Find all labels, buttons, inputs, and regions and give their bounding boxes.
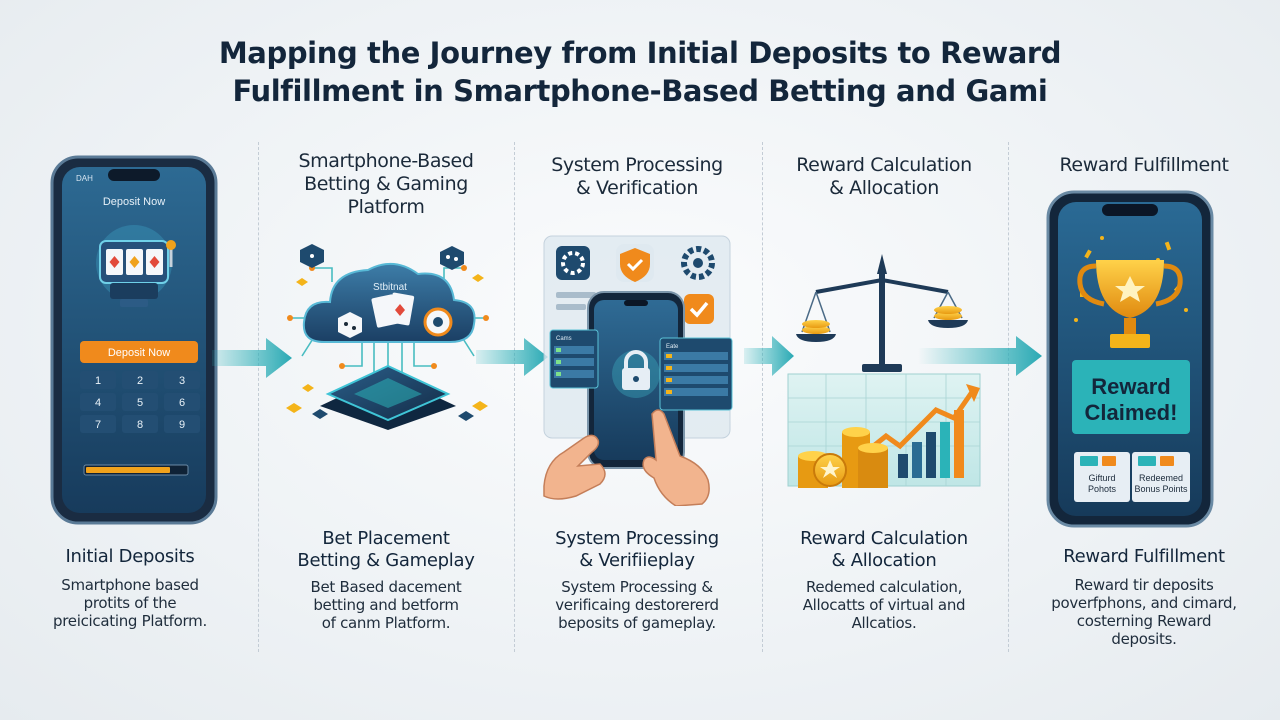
step-2-top-title-line-2: Betting & Gaming bbox=[304, 173, 468, 195]
column-divider-1 bbox=[258, 142, 259, 652]
key-1[interactable]: 1 bbox=[95, 375, 101, 387]
step-4-heading: Reward Calculation & Allocation bbox=[770, 528, 998, 572]
step-5-description-line-4: deposits. bbox=[1111, 630, 1177, 648]
step-3-top-title-line-1: System Processing bbox=[551, 154, 723, 176]
deposit-now-button[interactable] bbox=[80, 341, 198, 363]
balance-scale-icon bbox=[796, 254, 968, 372]
step-4-top-title: Reward Calculation & Allocation bbox=[770, 154, 998, 200]
key-2[interactable]: 2 bbox=[137, 375, 143, 387]
key-3[interactable]: 3 bbox=[179, 375, 185, 387]
deposit-progress-fill bbox=[86, 467, 170, 473]
card-1-line-1: Gifturd bbox=[1088, 473, 1115, 483]
settings-icon bbox=[681, 246, 715, 280]
step-2-description-line-3: of canm Platform. bbox=[321, 614, 451, 632]
step-4-top-title-line-1: Reward Calculation bbox=[796, 154, 972, 176]
step-3-top-title-line-2: & Verification bbox=[575, 177, 698, 199]
step-5-heading-line-1: Reward Fulfillment bbox=[1063, 546, 1225, 567]
deposit-phone-illustration: DAH Deposit Now Deposit Now 1 2 3 4 5 6 … bbox=[50, 155, 218, 525]
step-2-description: Bet Based dacement betting and betform o… bbox=[268, 578, 504, 632]
gaming-platform-illustration: Stbitnat bbox=[286, 244, 489, 430]
step-5-description: Reward tir deposits poverfphons, and cim… bbox=[1016, 576, 1272, 648]
step-5-top-title-line-1: Reward Fulfillment bbox=[1059, 154, 1229, 176]
slot-machine-icon bbox=[96, 225, 176, 307]
card-2-line-1: Redeemed bbox=[1139, 473, 1183, 483]
trend-arrow-icon bbox=[854, 390, 975, 462]
step-2-heading-line-1: Bet Placement bbox=[322, 528, 450, 549]
step-4-description: Redemed calculation, Allocatts of virtua… bbox=[770, 578, 998, 632]
step-5-description-line-2: poverfphons, and cimard, bbox=[1051, 594, 1237, 612]
column-divider-4 bbox=[1008, 142, 1009, 652]
cloud-label: Stbitnat bbox=[373, 282, 407, 293]
deposit-now-button-label: Deposit Now bbox=[108, 347, 170, 359]
arrow-right-icon bbox=[476, 338, 548, 376]
coin-stack-icon bbox=[798, 427, 888, 488]
step-5-description-line-3: costerning Reward bbox=[1076, 612, 1212, 630]
key-6[interactable]: 6 bbox=[179, 397, 185, 409]
step-1-heading: Initial Deposits bbox=[20, 546, 240, 568]
step-2-top-title-line-1: Smartphone-Based bbox=[298, 150, 474, 172]
panel-right-title: Eate bbox=[666, 344, 679, 350]
step-2-description-line-1: Bet Based dacement bbox=[310, 578, 462, 596]
card-2-line-2: Bonus Points bbox=[1134, 484, 1188, 494]
reward-calculation-illustration bbox=[787, 254, 981, 488]
card-1-line-2: Pohots bbox=[1088, 484, 1117, 494]
arrow-right-icon bbox=[918, 336, 1042, 376]
step-3-description: System Processing & verificaing destorer… bbox=[522, 578, 752, 632]
page-title: Mapping the Journey from Initial Deposit… bbox=[0, 34, 1280, 110]
step-1-heading-line-1: Initial Deposits bbox=[65, 546, 195, 567]
step-4-heading-line-1: Reward Calculation bbox=[800, 528, 968, 549]
reward-phone-illustration: Reward Claimed! Gifturd Pohots Redeemed … bbox=[1046, 190, 1214, 528]
banner-line-1: Reward bbox=[1091, 374, 1170, 399]
pointing-hand-icon bbox=[642, 409, 710, 506]
trophy-icon bbox=[1077, 260, 1183, 348]
step-2-top-title-line-3: Platform bbox=[347, 196, 425, 218]
keypad bbox=[80, 371, 200, 433]
key-4[interactable]: 4 bbox=[95, 397, 101, 409]
phone-screen-title: Deposit Now bbox=[103, 196, 165, 208]
arrow-right-icon bbox=[212, 338, 292, 378]
step-4-description-line-3: Allcatios. bbox=[851, 614, 917, 632]
step-5-description-line-1: Reward tir deposits bbox=[1074, 576, 1214, 594]
key-8[interactable]: 8 bbox=[137, 419, 143, 431]
banner-line-2: Claimed! bbox=[1085, 400, 1178, 425]
step-3-heading-line-2: & Verifiieplay bbox=[579, 550, 695, 571]
step-2-heading: Bet Placement Betting & Gameplay bbox=[268, 528, 504, 572]
arrow-right-icon bbox=[744, 336, 794, 376]
gear-icon bbox=[561, 251, 585, 275]
step-2-heading-line-2: Betting & Gameplay bbox=[297, 550, 475, 571]
step-2-top-title: Smartphone-Based Betting & Gaming Platfo… bbox=[268, 150, 504, 219]
step-1-description-line-3: preicicating Platform. bbox=[53, 612, 207, 630]
key-9[interactable]: 9 bbox=[179, 419, 185, 431]
phone-status-text: DAH bbox=[76, 174, 93, 183]
column-divider-3 bbox=[762, 142, 763, 652]
step-3-heading-line-1: System Processing bbox=[555, 528, 719, 549]
key-7[interactable]: 7 bbox=[95, 419, 101, 431]
step-3-heading: System Processing & Verifiieplay bbox=[522, 528, 752, 572]
step-1-description-line-2: protits of the bbox=[83, 594, 177, 612]
step-5-top-title: Reward Fulfillment bbox=[1016, 154, 1272, 177]
key-5[interactable]: 5 bbox=[137, 397, 143, 409]
title-line-1: Mapping the Journey from Initial Deposit… bbox=[218, 36, 1062, 70]
step-4-heading-line-2: & Allocation bbox=[831, 550, 937, 571]
dice-cube-icon bbox=[338, 312, 362, 338]
step-1-description-line-1: Smartphone based bbox=[61, 576, 199, 594]
step-2-description-line-2: betting and betform bbox=[313, 596, 459, 614]
step-3-top-title: System Processing & Verification bbox=[522, 154, 752, 200]
dice-icon bbox=[300, 244, 464, 270]
panel-left-title: Cams bbox=[556, 336, 572, 342]
step-3-description-line-2: verificaing destorererd bbox=[555, 596, 719, 614]
step-3-description-line-3: beposits of gameplay. bbox=[558, 614, 716, 632]
column-divider-2 bbox=[514, 142, 515, 652]
reward-claimed-banner bbox=[1072, 360, 1190, 434]
title-line-2: Fulfillment in Smartphone-Based Betting … bbox=[232, 74, 1048, 108]
hand-icon bbox=[543, 434, 606, 500]
step-1-description: Smartphone based protits of the preicica… bbox=[20, 576, 240, 630]
growth-bars bbox=[898, 410, 964, 478]
step-4-description-line-1: Redemed calculation, bbox=[805, 578, 963, 596]
verification-illustration: Cams Eate bbox=[543, 235, 733, 506]
step-4-top-title-line-2: & Allocation bbox=[829, 177, 939, 199]
step-4-description-line-2: Allocatts of virtual and bbox=[802, 596, 966, 614]
step-3-description-line-1: System Processing & bbox=[561, 578, 713, 596]
step-5-heading: Reward Fulfillment bbox=[1016, 546, 1272, 568]
